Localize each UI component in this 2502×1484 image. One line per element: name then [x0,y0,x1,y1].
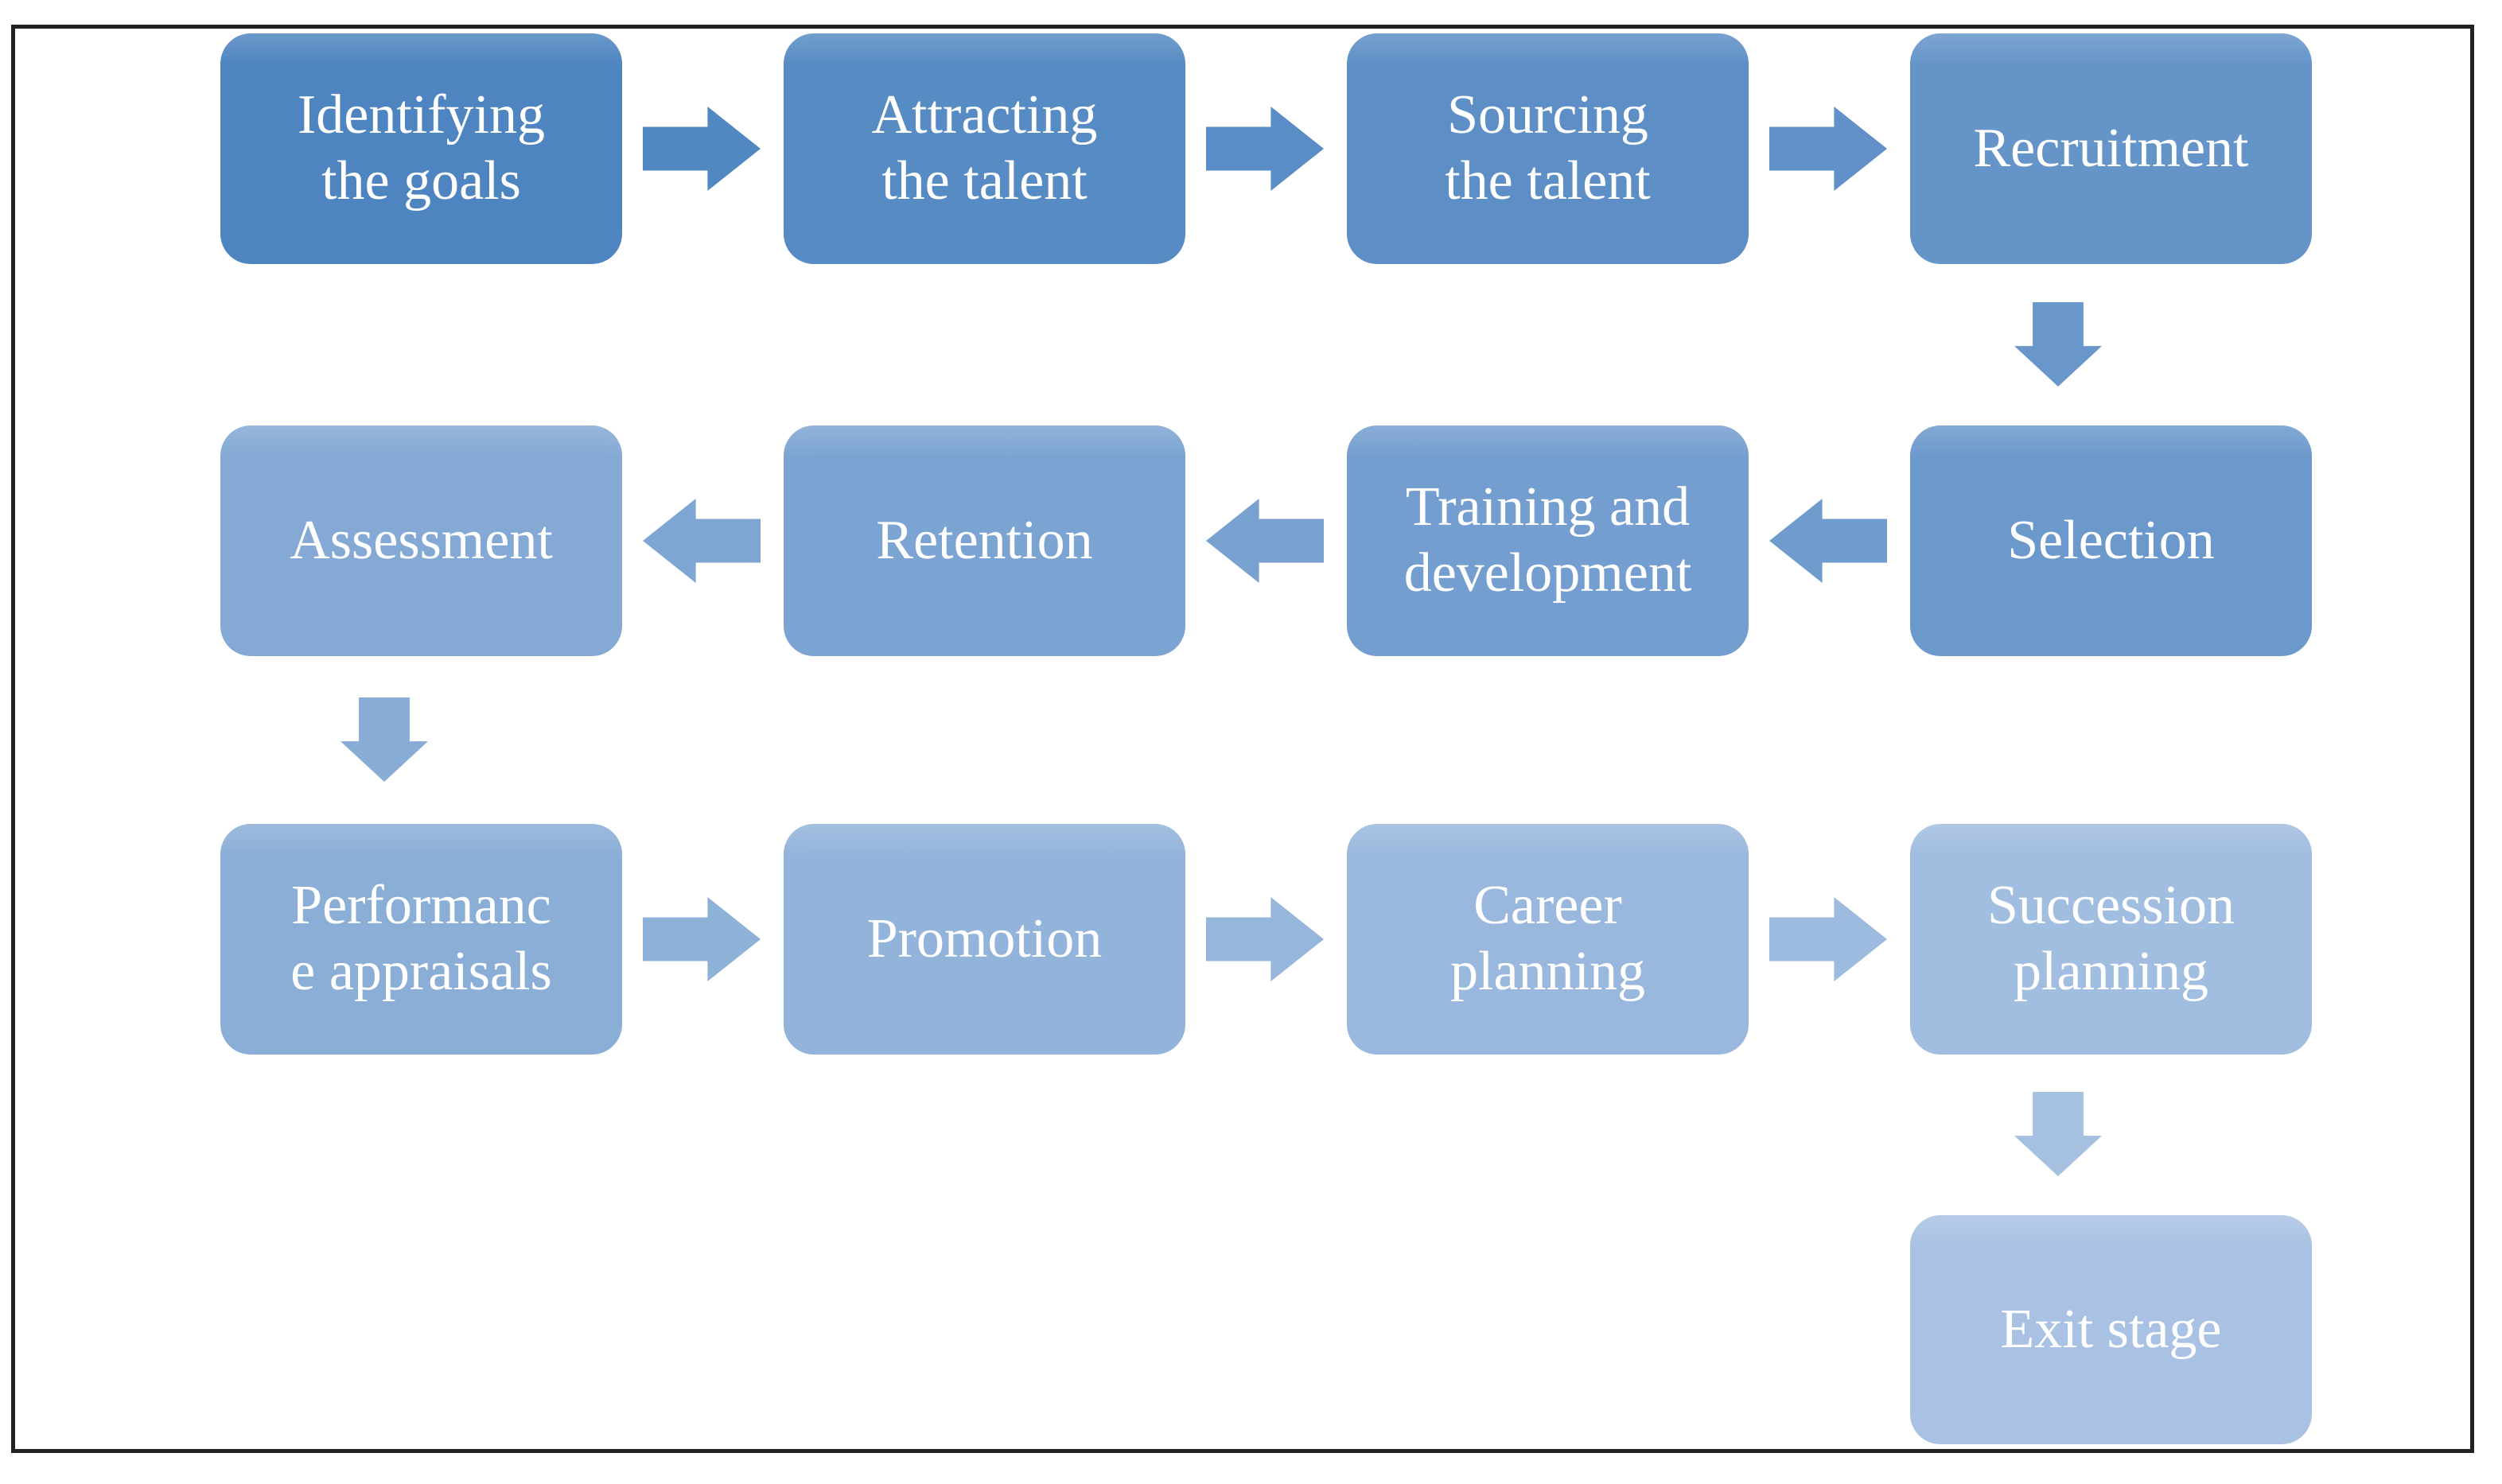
node-succession-planning: Succession planning [1910,824,2312,1055]
node-promotion: Promotion [784,824,1185,1055]
node-selection: Selection [1910,425,2312,656]
diagram-frame [11,25,2474,1453]
node-performance-appraisals: Performanc e appraisals [220,824,622,1055]
node-exit-stage: Exit stage [1910,1215,2312,1444]
node-identifying-goals: Identifying the goals [220,33,622,264]
node-sourcing-talent: Sourcing the talent [1347,33,1749,264]
node-retention: Retention [784,425,1185,656]
node-training-development: Training and development [1347,425,1749,656]
node-recruitment: Recruitment [1910,33,2312,264]
node-assessment: Assessment [220,425,622,656]
node-career-planning: Career planning [1347,824,1749,1055]
node-attracting-talent: Attracting the talent [784,33,1185,264]
